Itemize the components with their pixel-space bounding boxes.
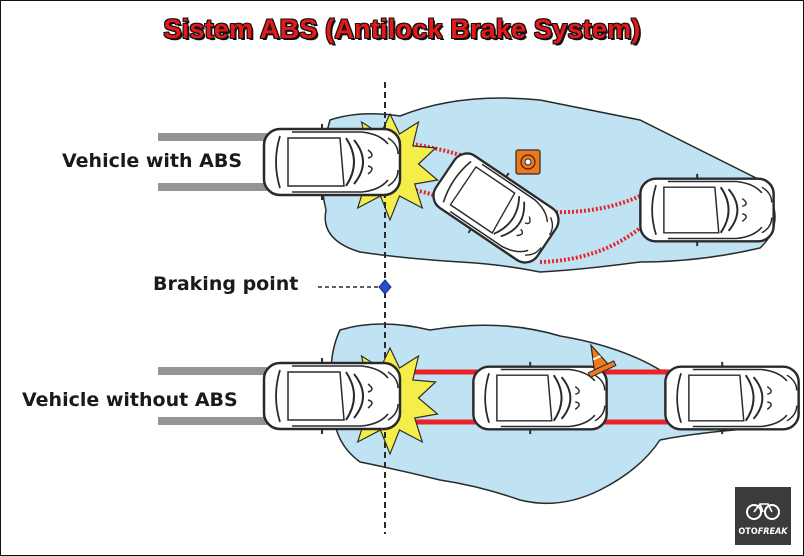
car-no-abs-middle — [472, 360, 608, 436]
car-abs-start — [262, 122, 402, 202]
car-abs-end — [639, 172, 775, 248]
obstacle-cone-bottom — [587, 343, 617, 378]
page-title: Sistem ABS (Antilock Brake System) — [163, 14, 641, 44]
car-no-abs-start — [262, 356, 402, 436]
obstacle-cone-top — [515, 149, 541, 175]
label-vehicle-with-abs: Vehicle with ABS — [62, 150, 243, 172]
label-braking-point: Braking point — [153, 273, 299, 295]
logo-text-oto: OTO — [738, 527, 758, 537]
logo-text: OTOFREAK — [735, 527, 791, 537]
bicycle-icon — [746, 503, 780, 520]
logo-text-freak: FREAK — [757, 527, 788, 537]
tire-tracks-bottom — [158, 367, 272, 425]
otofreak-logo: OTOFREAK — [735, 487, 791, 545]
braking-point-marker — [378, 279, 392, 295]
label-vehicle-without-abs: Vehicle without ABS — [22, 389, 238, 411]
tire-tracks-top — [158, 133, 272, 191]
car-no-abs-end — [664, 360, 800, 436]
